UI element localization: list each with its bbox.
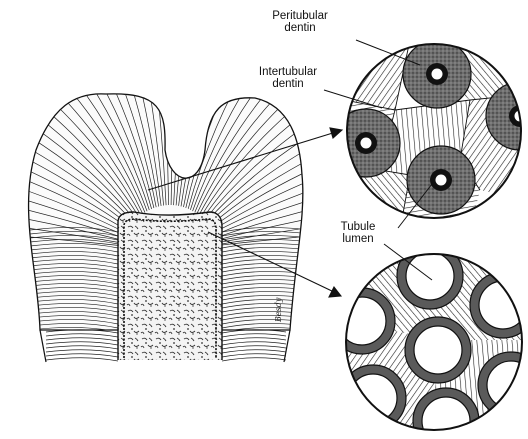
label-intertubular-dentin: Intertubular dentin	[240, 66, 336, 90]
label-intertubular-line2: dentin	[240, 78, 336, 90]
arrowhead-top	[330, 128, 342, 138]
tooth-section: Besdy	[0, 20, 399, 362]
label-intertubular-line1: Intertubular	[240, 66, 336, 78]
tubule-lumen	[405, 317, 471, 383]
tubule	[332, 109, 400, 177]
tubule	[403, 40, 471, 108]
tubule-lumen	[329, 288, 395, 354]
svg-text:Besdy: Besdy	[274, 297, 283, 323]
label-tubule-lumen-line2: lumen	[330, 233, 386, 245]
root-left-edge	[40, 330, 46, 362]
label-peritubular-line2: dentin	[255, 22, 345, 34]
label-peritubular-line1: Peritubular	[255, 10, 345, 22]
label-tubule-lumen-line1: Tubule	[330, 221, 386, 233]
magnified-view-near-pulp	[329, 243, 528, 439]
root-right-edge	[284, 330, 290, 362]
tubule-lumen	[397, 243, 463, 309]
magnified-view-transverse	[332, 40, 528, 230]
label-peritubular-dentin: Peritubular dentin	[255, 10, 345, 34]
signature-mark: Besdy	[274, 297, 283, 323]
pulp-chamber	[118, 212, 222, 360]
label-tubule-lumen: Tubule lumen	[330, 221, 386, 245]
arrowhead-bottom	[329, 287, 341, 297]
